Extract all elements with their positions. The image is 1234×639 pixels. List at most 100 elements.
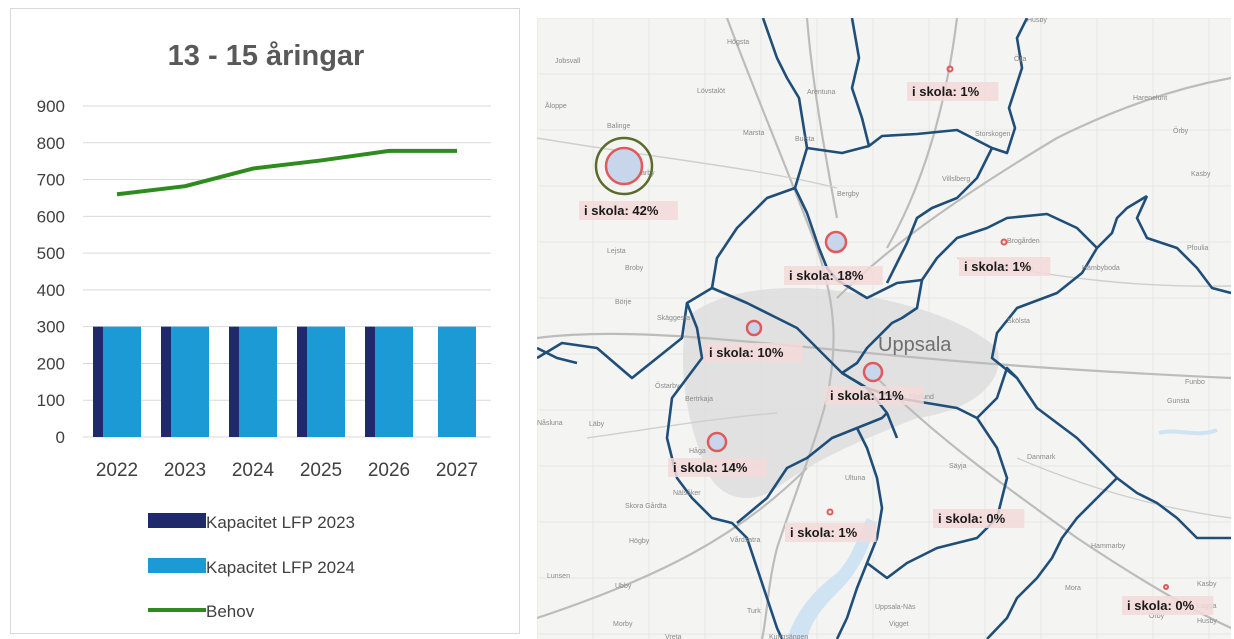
school-share-label: i skola: 10% xyxy=(704,343,803,362)
school-share-label: i skola: 1% xyxy=(907,82,999,101)
bar-kapacitet-2023 xyxy=(229,326,239,437)
place-label: Bertrkaja xyxy=(685,396,713,403)
school-share-label-text: i skola: 1% xyxy=(912,84,980,99)
place-label: Brogården xyxy=(1007,237,1040,245)
place-label: Börje xyxy=(615,299,631,306)
school-share-label-bg xyxy=(704,343,803,362)
legend-label-kapacitet-2024: Kapacitet LFP 2024 xyxy=(206,558,355,577)
place-label: Danmark xyxy=(1027,454,1056,461)
x-tick-label: 2023 xyxy=(164,460,206,481)
y-tick-label: 100 xyxy=(37,391,65,410)
district-border xyxy=(537,18,809,380)
district-border xyxy=(986,477,1118,639)
school-share-label: i skola: 0% xyxy=(933,509,1025,528)
bar-kapacitet-2023 xyxy=(297,326,307,437)
bar-kapacitet-2024 xyxy=(103,326,141,437)
place-label: Östarby xyxy=(655,382,680,390)
y-tick-label: 700 xyxy=(37,171,65,190)
school-share-label-text: i skola: 18% xyxy=(789,268,864,283)
place-label: Jobsvall xyxy=(555,58,581,65)
district-border xyxy=(806,144,870,155)
place-label: Lunsen xyxy=(547,573,570,580)
school-share-label-bg xyxy=(825,386,924,405)
road xyxy=(537,467,808,620)
district-border xyxy=(793,187,924,375)
school-share-label-text: i skola: 1% xyxy=(790,525,858,540)
district-border xyxy=(537,346,578,365)
place-label: Marsta xyxy=(743,130,765,137)
bar-kapacitet-2024 xyxy=(438,326,476,437)
x-tick-label: 2027 xyxy=(436,460,478,481)
district-border xyxy=(885,147,994,284)
road xyxy=(886,18,959,249)
school-share-label-bg xyxy=(1122,596,1214,615)
school-share-label-text: i skola: 14% xyxy=(673,460,748,475)
district-border xyxy=(920,194,1148,281)
school-marker xyxy=(1000,238,1008,246)
school-share-label-text: i skola: 11% xyxy=(830,388,904,403)
school-marker xyxy=(862,361,884,383)
place-label: Säyja xyxy=(949,463,967,470)
district-border xyxy=(1135,195,1231,295)
x-tick-label: 2022 xyxy=(96,460,138,481)
place-label: Villslberg xyxy=(942,176,970,183)
school-share-label: i skola: 14% xyxy=(668,458,767,477)
place-label: Balinge xyxy=(607,123,630,130)
place-label: Skäggesta xyxy=(657,315,690,322)
district-border xyxy=(665,302,784,639)
highlight-ring xyxy=(594,136,654,196)
river xyxy=(1158,428,1218,436)
legend-swatch-kapacitet-2023 xyxy=(148,513,206,528)
place-label: Lejsta xyxy=(607,248,626,255)
lake-ekoln xyxy=(787,518,877,639)
school-share-label: i skola: 1% xyxy=(959,257,1051,276)
school-marker xyxy=(706,431,728,453)
place-label: Broby xyxy=(625,265,644,272)
place-label: Pfoulia xyxy=(1187,245,1209,252)
place-label: Skölsta xyxy=(1007,318,1030,325)
district-border xyxy=(736,412,888,524)
bar-kapacitet-2024 xyxy=(375,326,413,437)
place-label: Vreta xyxy=(665,634,682,639)
place-label: Håga xyxy=(689,447,706,455)
school-share-label: i skola: 11% xyxy=(825,386,924,405)
school-marker xyxy=(946,65,954,73)
y-tick-label: 500 xyxy=(37,244,65,263)
place-label: Kungsängen xyxy=(769,634,808,639)
school-share-label-text: i skola: 42% xyxy=(584,203,659,218)
legend-label-kapacitet-2023: Kapacitet LFP 2023 xyxy=(206,513,355,532)
place-label: Uppsala-Näs xyxy=(875,604,916,611)
school-share-label: i skola: 42% xyxy=(579,201,678,220)
school-share-label-text: i skola: 0% xyxy=(938,511,1006,526)
legend-label-behov: Behov xyxy=(206,602,255,621)
city-label: Uppsala xyxy=(878,334,952,356)
y-tick-label: 400 xyxy=(37,281,65,300)
place-label: Storskogen xyxy=(975,131,1011,138)
road xyxy=(537,332,1231,380)
place-label: Husby xyxy=(1027,18,1047,24)
place-label: Högby xyxy=(629,538,650,545)
school-share-label-bg xyxy=(668,458,767,477)
place-label: Örby xyxy=(1149,612,1165,620)
school-share-label: i skola: 1% xyxy=(785,523,877,542)
school-marker xyxy=(745,319,763,337)
bar-kapacitet-2023 xyxy=(93,326,103,437)
school-share-label-text: i skola: 0% xyxy=(1127,598,1195,613)
chart-title: 13 - 15 åringar xyxy=(168,40,365,72)
road xyxy=(836,76,1231,299)
place-label: Vigget xyxy=(889,621,909,628)
school-marker xyxy=(604,146,644,186)
place-label: Öjla xyxy=(1014,55,1027,63)
place-label: Bulsta xyxy=(795,136,815,143)
y-tick-label: 200 xyxy=(37,354,65,373)
place-label: Funbo xyxy=(1185,379,1205,386)
place-label: Bergby xyxy=(837,191,860,198)
place-label: Arentuna xyxy=(807,89,836,96)
y-tick-label: 600 xyxy=(37,207,65,226)
place-label: Mora xyxy=(1065,585,1081,592)
school-share-label-text: i skola: 1% xyxy=(964,259,1032,274)
school-share-label-text: i skola: 10% xyxy=(709,345,784,360)
